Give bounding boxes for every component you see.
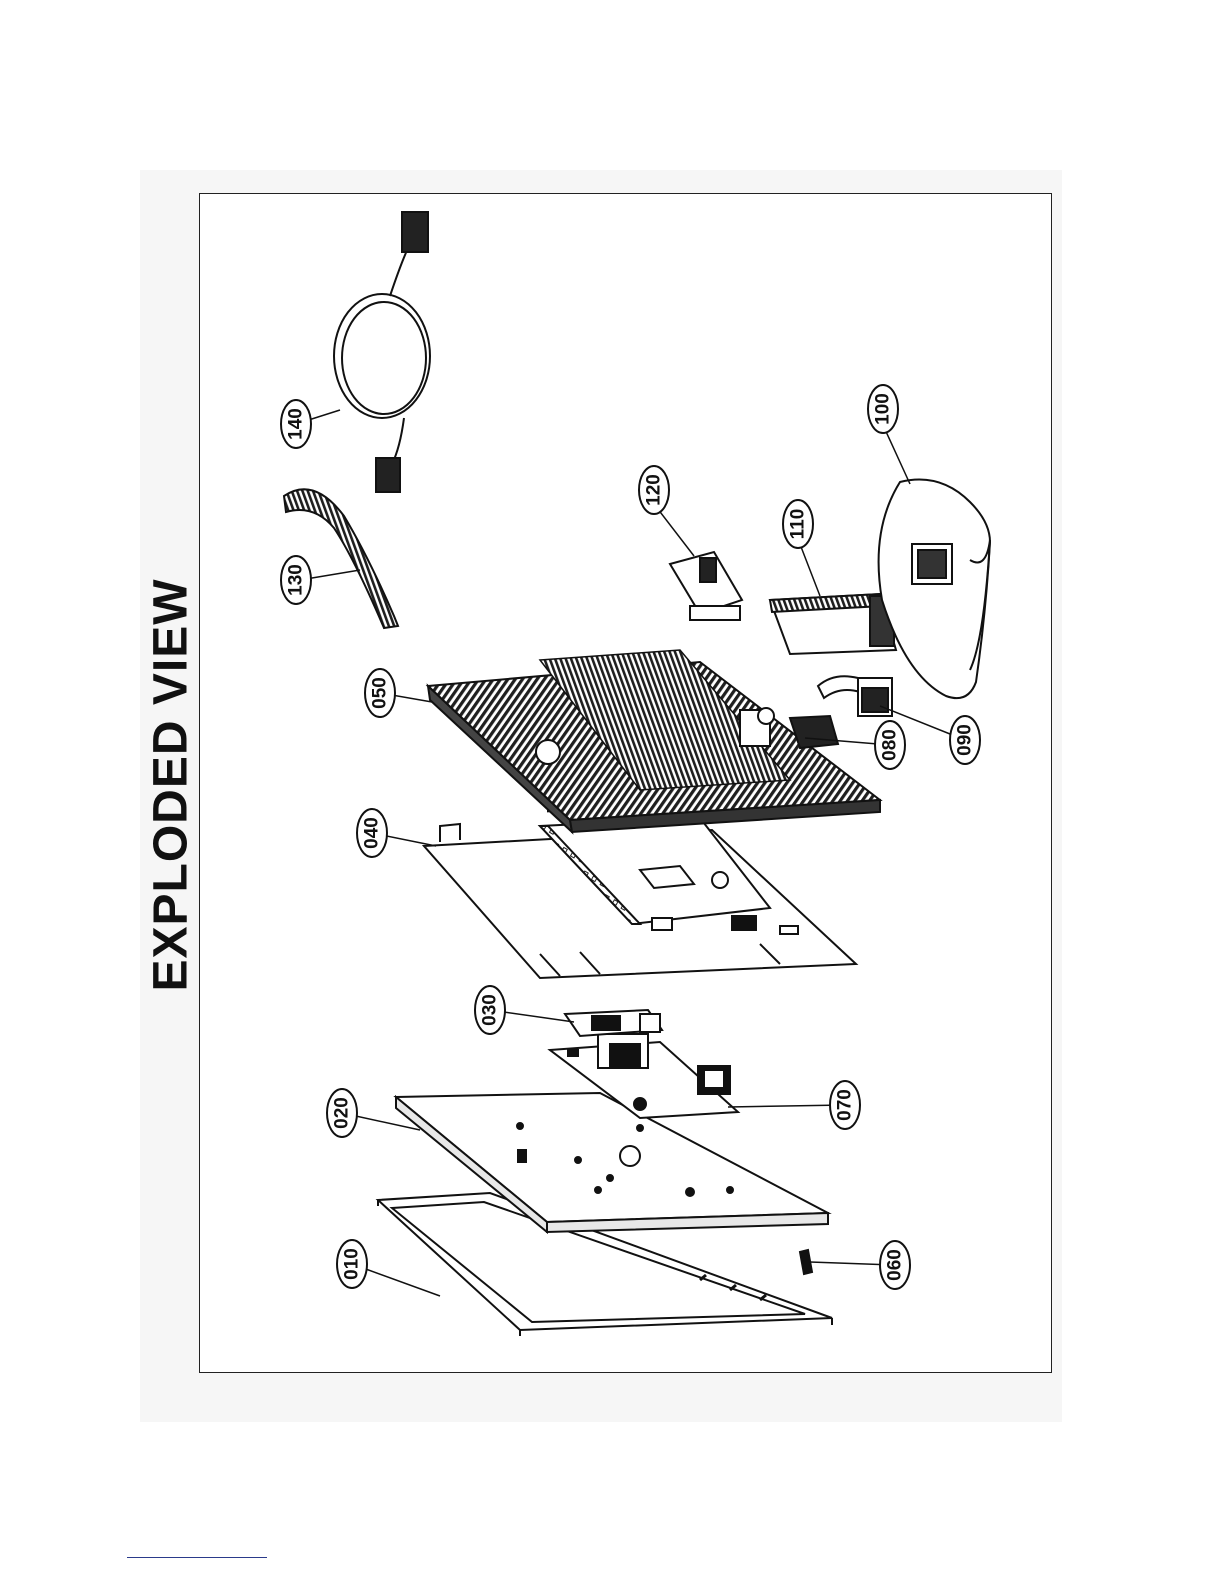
lcd-panel-part (396, 1093, 828, 1232)
callout-130: 130 (281, 556, 311, 604)
callout-030-label: 030 (480, 994, 501, 1026)
callout-130-label: 130 (286, 564, 307, 596)
callout-010: 010 (337, 1240, 367, 1288)
callout-040-label: 040 (362, 817, 383, 849)
hinge-part (818, 676, 892, 716)
footer-rule (127, 1557, 267, 1558)
stand-base-part (879, 480, 990, 699)
callout-110-label: 110 (788, 509, 809, 540)
callout-020-label: 020 (332, 1097, 353, 1129)
callout-050-label: 050 (370, 677, 391, 709)
callout-020: 020 (327, 1089, 357, 1137)
callout-070-label: 070 (835, 1089, 856, 1121)
callout-060: 060 (880, 1241, 910, 1289)
callout-040: 040 (357, 809, 387, 857)
callout-140-label: 140 (286, 408, 307, 440)
stand-cover-part (670, 552, 742, 620)
callout-140: 140 (281, 400, 311, 448)
callout-030: 030 (475, 986, 505, 1034)
callout-090-label: 090 (955, 724, 976, 756)
signal-cable-part (334, 212, 430, 492)
callout-110: 110 (783, 500, 813, 548)
callout-100: 100 (868, 385, 898, 433)
callout-090: 090 (950, 716, 980, 764)
callout-080: 080 (875, 721, 905, 769)
callout-120-label: 120 (644, 474, 665, 506)
callout-050: 050 (365, 669, 395, 717)
interface-board-part (565, 1010, 662, 1036)
callout-120: 120 (639, 466, 669, 514)
stand-neck-part (770, 594, 896, 654)
callout-100-label: 100 (873, 393, 894, 425)
callout-080-label: 080 (880, 729, 901, 761)
callout-070: 070 (830, 1081, 860, 1129)
callout-010-label: 010 (342, 1248, 363, 1280)
callout-060-label: 060 (885, 1249, 906, 1281)
